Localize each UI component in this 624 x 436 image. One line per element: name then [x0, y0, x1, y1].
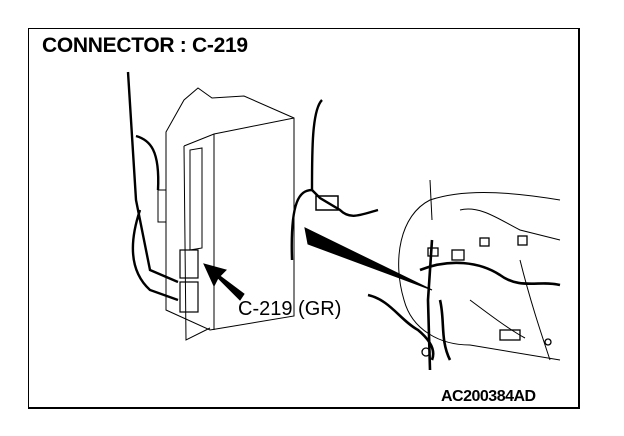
figure-frame: [28, 28, 580, 409]
connector-c219: [179, 249, 199, 313]
connector-callout-label: C-219 (GR): [238, 298, 342, 320]
control-unit: [157, 87, 295, 341]
small-connectors: [421, 235, 552, 357]
wiring-harness: [126, 71, 379, 302]
figure-id: AC200384AD: [441, 388, 536, 405]
inline-connector: [315, 195, 339, 211]
dashboard-harness: [367, 239, 561, 371]
zoom-wedge: [304, 227, 433, 291]
diagram-title: CONNECTOR : C-219: [42, 34, 248, 57]
pointer-arrow: [203, 263, 245, 301]
